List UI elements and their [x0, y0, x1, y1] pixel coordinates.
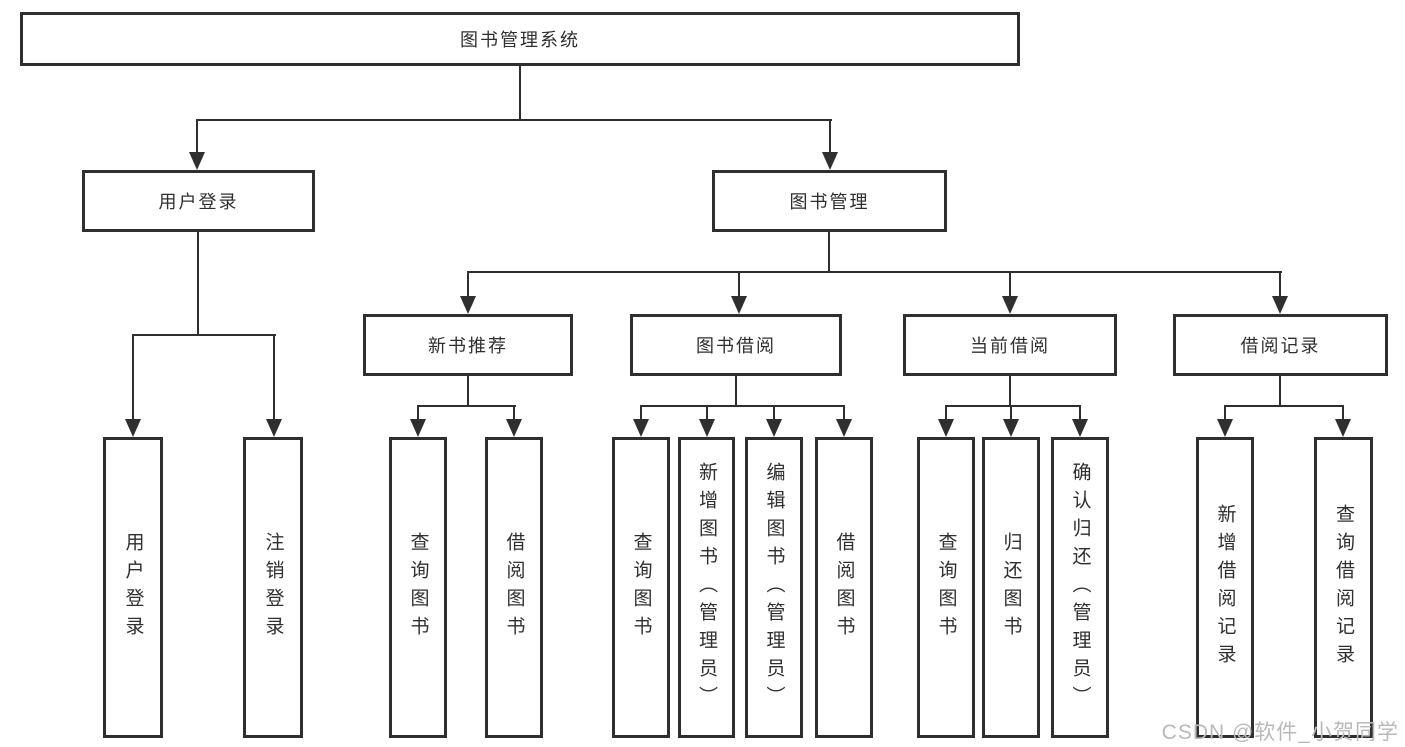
- connector-line: [1279, 376, 1281, 406]
- leaf-borrow-borrow-books: 借阅图书: [815, 437, 873, 738]
- arrowhead: [836, 419, 852, 437]
- connector-line: [197, 232, 199, 335]
- connector-line: [467, 271, 1282, 273]
- csdn-watermark: CSDN @软件_小贺同学: [1161, 721, 1399, 744]
- arrowhead: [699, 419, 715, 437]
- connector-line: [945, 405, 1081, 407]
- connector-line: [273, 334, 275, 419]
- node-book-management: 图书管理: [712, 170, 947, 232]
- node-borrow-records: 借阅记录: [1173, 314, 1388, 376]
- arrowhead: [189, 152, 205, 170]
- leaf-borrow-query-books: 查询图书: [612, 437, 670, 738]
- node-label: 借阅记录: [1240, 336, 1321, 356]
- connector-line: [132, 334, 134, 419]
- arrowhead: [410, 419, 426, 437]
- node-label: 借阅图书: [503, 531, 525, 644]
- connector-line: [829, 119, 831, 154]
- arrowhead: [1072, 419, 1088, 437]
- connector-line: [519, 66, 521, 120]
- connector-line: [132, 334, 276, 336]
- leaf-borrow-edit-books-admin: 编辑图书（管理员）: [745, 437, 803, 738]
- node-label: 用户登录: [122, 531, 144, 644]
- arrowhead: [506, 419, 522, 437]
- node-label: 查询图书: [935, 531, 957, 644]
- node-label: 注销登录: [262, 531, 284, 644]
- connector-line: [945, 405, 947, 419]
- connector-line: [513, 405, 515, 419]
- arrowhead: [266, 419, 282, 437]
- connector-line: [706, 405, 708, 419]
- node-label: 借阅图书: [833, 531, 855, 644]
- connector-line: [1010, 405, 1012, 419]
- node-library-management-system: 图书管理系统: [20, 12, 1020, 66]
- arrowhead: [1272, 296, 1288, 314]
- arrowhead: [633, 419, 649, 437]
- leaf-logout: 注销登录: [243, 437, 303, 738]
- connector-line: [467, 271, 469, 296]
- arrowhead: [1003, 419, 1019, 437]
- connector-line: [417, 405, 516, 407]
- connector-line: [773, 405, 775, 419]
- connector-line: [828, 232, 830, 273]
- connector-line: [1342, 405, 1344, 419]
- connector-line: [1009, 376, 1011, 406]
- arrowhead: [822, 152, 838, 170]
- arrowhead: [1002, 296, 1018, 314]
- node-label: 当前借阅: [970, 336, 1050, 356]
- leaf-user-login: 用户登录: [103, 437, 163, 738]
- leaf-current-confirm-return-admin: 确认归还（管理员）: [1051, 437, 1109, 738]
- node-label: 确认归还（管理员）: [1069, 461, 1091, 714]
- arrowhead: [125, 419, 141, 437]
- connector-line: [843, 405, 845, 419]
- node-label: 归还图书: [1000, 531, 1022, 644]
- leaf-current-query-books: 查询图书: [917, 437, 975, 738]
- connector-line: [1224, 405, 1226, 419]
- node-label: 新增图书（管理员）: [696, 461, 717, 714]
- node-label: 查询借阅记录: [1333, 503, 1354, 672]
- node-label: 图书借阅: [696, 336, 776, 356]
- node-book-borrow: 图书借阅: [630, 314, 842, 376]
- arrowhead: [731, 296, 747, 314]
- arrowhead: [938, 419, 954, 437]
- leaf-records-query-record: 查询借阅记录: [1314, 437, 1373, 738]
- connector-line: [1224, 405, 1344, 407]
- node-label: 编辑图书（管理员）: [763, 461, 785, 714]
- leaf-current-return-books: 归还图书: [982, 437, 1040, 738]
- connector-line: [417, 405, 419, 419]
- leaf-recommend-borrow-books: 借阅图书: [485, 437, 543, 738]
- connector-line: [640, 405, 845, 407]
- arrowhead: [460, 296, 476, 314]
- arrowhead: [766, 419, 782, 437]
- arrowhead: [1335, 419, 1351, 437]
- node-label: 图书管理系统: [460, 30, 580, 50]
- connector-line: [735, 376, 737, 406]
- connector-line: [738, 271, 740, 296]
- connector-line: [196, 119, 832, 121]
- node-label: 用户登录: [158, 192, 239, 212]
- arrowhead: [1217, 419, 1233, 437]
- node-label: 新书推荐: [428, 336, 508, 356]
- leaf-recommend-query-books: 查询图书: [389, 437, 447, 738]
- leaf-borrow-add-books-admin: 新增图书（管理员）: [678, 437, 735, 738]
- connector-line: [467, 376, 469, 406]
- node-new-book-recommend: 新书推荐: [363, 314, 573, 376]
- node-label: 新增借阅记录: [1214, 503, 1236, 672]
- connector-line: [640, 405, 642, 419]
- connector-line: [196, 119, 198, 154]
- connector-line: [1009, 271, 1011, 296]
- leaf-records-add-record: 新增借阅记录: [1196, 437, 1254, 738]
- connector-line: [1079, 405, 1081, 419]
- node-current-borrow: 当前借阅: [903, 314, 1117, 376]
- node-label: 查询图书: [407, 531, 429, 644]
- node-label: 查询图书: [630, 531, 652, 644]
- node-label: 图书管理: [789, 192, 870, 212]
- node-user-login: 用户登录: [82, 170, 315, 232]
- connector-line: [1279, 271, 1281, 296]
